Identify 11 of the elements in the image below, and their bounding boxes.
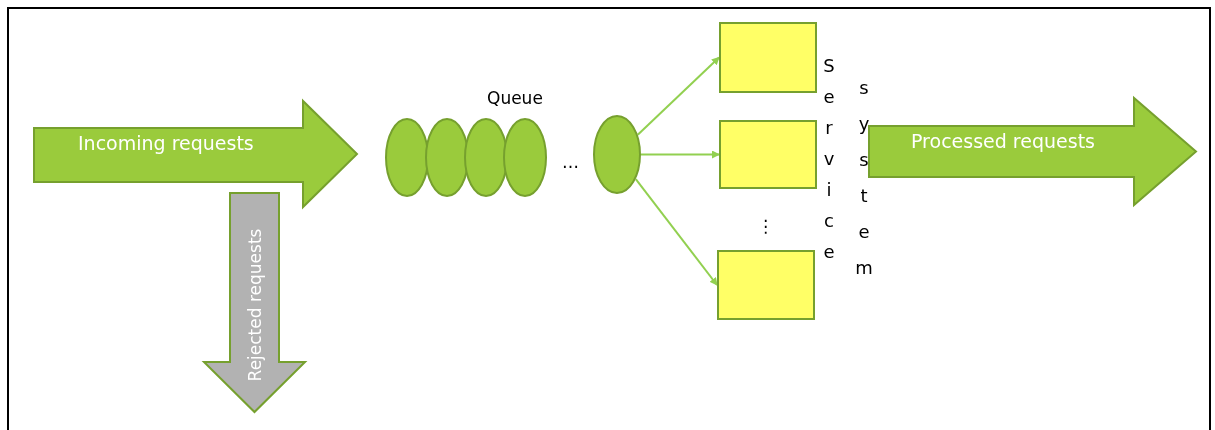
arrow [640,150,720,159]
arrow-label: Incoming requests [78,132,254,154]
vertical-ellipsis: ⋮ [757,216,774,236]
arrow [636,56,720,136]
ellipsis: … [562,152,579,172]
arrow-label: Processed requests [911,130,1095,152]
arrow [634,178,718,286]
vertical-label: system [855,76,873,280]
queue-label: Queue [487,88,543,108]
arrow-label: Rejected requests [244,228,265,382]
vertical-label: Service [822,54,836,264]
